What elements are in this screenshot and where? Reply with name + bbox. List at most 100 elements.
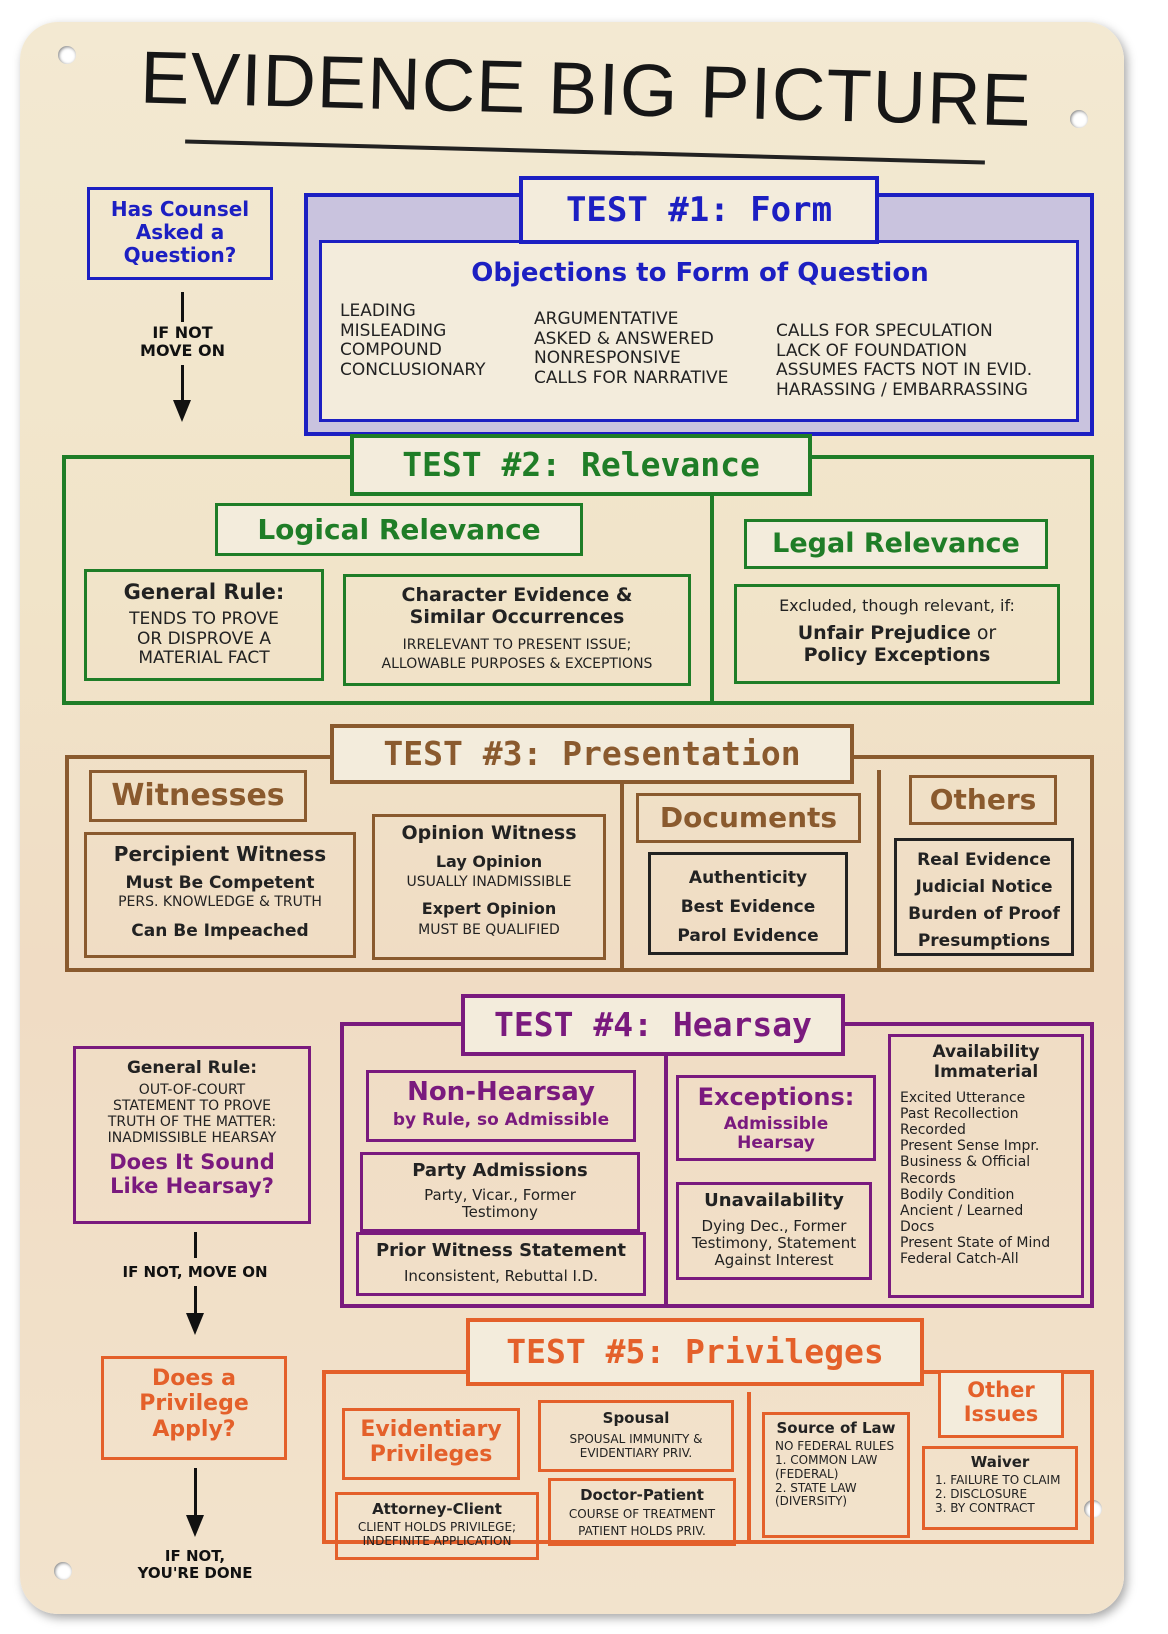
form-objections-col1: LEADING MISLEADING COMPOUND CONCLUSIONAR… xyxy=(340,301,530,380)
test3-divider xyxy=(877,770,881,970)
evid-line: Evidentiary xyxy=(360,1417,502,1442)
party-admissions-box: Party Admissions Party, Vicar., Former T… xyxy=(360,1152,640,1232)
spousal-head: Spousal xyxy=(602,1409,670,1427)
hearsay-rule-line: STATEMENT TO PROVE xyxy=(112,1097,272,1114)
waiver-item: 1. FAILURE TO CLAIM xyxy=(935,1473,1061,1488)
party-line: Testimony xyxy=(462,1202,538,1221)
q1-line: Asked a xyxy=(135,220,225,244)
competent-text: Must Be Competent xyxy=(125,873,315,893)
objection: ASKED & ANSWERED xyxy=(534,328,714,349)
admissible-line: Hearsay xyxy=(737,1133,815,1154)
exceptions-head: Exceptions: xyxy=(697,1083,855,1111)
evidentiary-privileges-box: Evidentiary Privileges xyxy=(342,1408,520,1480)
test1-inner xyxy=(319,240,1079,422)
hearsay-question: Does It Sound xyxy=(109,1149,275,1174)
party-line: Party, Vicar., Former xyxy=(424,1185,576,1204)
test4-divider xyxy=(664,1046,668,1306)
hearsay-rule-line: TRUTH OF THE MATTER: xyxy=(107,1113,277,1130)
doctor-head: Doctor-Patient xyxy=(580,1486,704,1504)
hearsay-rule-line: OUT-OF-COURT xyxy=(138,1081,246,1098)
prior-line: Inconsistent, Rebuttal I.D. xyxy=(403,1266,599,1285)
mount-hole xyxy=(58,46,76,64)
character-line: IRRELEVANT TO PRESENT ISSUE; xyxy=(402,636,632,653)
q1-line: Has Counsel xyxy=(110,197,250,221)
character-head: Similar Occurrences xyxy=(409,605,625,628)
arrow-head xyxy=(186,1515,204,1537)
objection: NONRESPONSIVE xyxy=(534,348,681,369)
party-head: Party Admissions xyxy=(412,1160,588,1181)
flow-arrow xyxy=(181,292,184,322)
attorney-line: INDEFINITE APPLICATION xyxy=(362,1534,512,1549)
or-word: or xyxy=(976,622,997,645)
avail-item: Business & Official xyxy=(900,1154,1031,1171)
move-line: MOVE ON xyxy=(140,341,225,361)
hearsay-rule-line: INADMISSIBLE HEARSAY xyxy=(107,1129,277,1146)
objection: COMPOUND xyxy=(340,340,442,361)
by-rule-text: by Rule, so Admissible xyxy=(392,1109,610,1130)
documents-box: Authenticity Best Evidence Parol Evidenc… xyxy=(648,852,848,955)
admissible-line: Admissible xyxy=(723,1113,829,1134)
hearsay-rule-box: General Rule: OUT-OF-COURT STATEMENT TO … xyxy=(73,1046,311,1224)
avail-item: Past Recollection xyxy=(900,1106,1019,1123)
objection: MISLEADING xyxy=(340,320,447,341)
character-line: ALLOWABLE PURPOSES & EXCEPTIONS xyxy=(381,655,653,672)
source-item: NO FEDERAL RULES xyxy=(775,1439,895,1454)
document-item: Best Evidence xyxy=(680,897,816,917)
attorney-line: CLIENT HOLDS PRIVILEGE; xyxy=(357,1520,517,1535)
other-issues-line: Issues xyxy=(963,1402,1039,1427)
general-rule-line: TENDS TO PROVE xyxy=(129,609,279,630)
waiver-box: Waiver 1. FAILURE TO CLAIM 2. DISCLOSURE… xyxy=(922,1446,1078,1530)
doctor-line: COURSE OF TREATMENT xyxy=(568,1507,716,1522)
move-on-label: IF NOT, MOVE ON xyxy=(122,1263,268,1281)
unavailability-box: Unavailability Dying Dec., Former Testim… xyxy=(676,1182,872,1280)
objection: HARASSING / EMBARRASSING xyxy=(776,379,1028,400)
avail-item: Records xyxy=(900,1170,956,1187)
opinion-witness-box: Opinion Witness Lay Opinion USUALLY INAD… xyxy=(372,814,606,960)
general-rule-box: General Rule: TENDS TO PROVE OR DISPROVE… xyxy=(84,569,324,681)
arrow-head xyxy=(173,400,191,422)
qualified-text: MUST BE QUALIFIED xyxy=(418,921,560,938)
form-objections-col2: ARGUMENTATIVE ASKED & ANSWERED NONRESPON… xyxy=(534,309,774,388)
avail-item: Federal Catch-All xyxy=(900,1251,1019,1268)
general-rule-line: OR DISPROVE A xyxy=(136,628,272,649)
unavail-line: Testimony, Statement xyxy=(691,1233,857,1252)
other-issues-line: Other xyxy=(967,1378,1035,1402)
test3-label: TEST #3: Presentation xyxy=(330,724,854,784)
exceptions-box: Exceptions: Admissible Hearsay xyxy=(676,1075,876,1161)
avail-item: Ancient / Learned xyxy=(900,1202,1024,1219)
unavail-line: Dying Dec., Former xyxy=(701,1216,847,1235)
source-item: 2. STATE LAW xyxy=(775,1480,857,1495)
avail-head: Availability xyxy=(932,1042,1040,1062)
prior-head: Prior Witness Statement xyxy=(375,1240,626,1261)
objection: ASSUMES FACTS NOT IN EVID. xyxy=(776,360,1033,381)
priv-q-line: Does a xyxy=(152,1366,236,1391)
avail-item: Docs xyxy=(900,1218,935,1235)
legal-relevance-box: Excluded, though relevant, if: Unfair Pr… xyxy=(734,584,1060,684)
expert-opinion: Expert Opinion xyxy=(421,899,557,919)
source-of-law-box: Source of Law NO FEDERAL RULES 1. COMMON… xyxy=(762,1412,910,1538)
non-hearsay-head: Non-Hearsay xyxy=(407,1077,595,1107)
avail-item: Recorded xyxy=(900,1122,966,1139)
other-issues-box: Other Issues xyxy=(938,1370,1064,1438)
objection: LEADING xyxy=(340,301,416,321)
unfair-prejudice: Unfair Prejudice xyxy=(797,622,971,645)
witnesses-label: Witnesses xyxy=(89,770,307,822)
documents-label: Documents xyxy=(636,793,861,843)
objection: LACK OF FOUNDATION xyxy=(776,340,968,361)
character-head: Character Evidence & xyxy=(401,584,633,606)
doctor-patient-box: Doctor-Patient COURSE OF TREATMENT PATIE… xyxy=(548,1478,736,1546)
attorney-client-box: Attorney-Client CLIENT HOLDS PRIVILEGE; … xyxy=(335,1492,539,1560)
avail-head: Immaterial xyxy=(933,1061,1039,1082)
objection: CONCLUSIONARY xyxy=(340,359,486,380)
unavail-line: Against Interest xyxy=(714,1251,834,1270)
hearsay-question: Like Hearsay? xyxy=(110,1174,274,1199)
source-item: (FEDERAL) xyxy=(775,1466,839,1481)
flow-arrow xyxy=(194,1286,197,1316)
mount-hole xyxy=(54,1562,72,1580)
usually-text: USUALLY INADMISSIBLE xyxy=(406,874,572,891)
other-item: Judicial Notice xyxy=(915,877,1053,897)
waiver-item: 3. BY CONTRACT xyxy=(935,1500,1035,1515)
avail-item: Present State of Mind xyxy=(900,1234,1051,1251)
objection: ARGUMENTATIVE xyxy=(534,309,679,329)
prior-statement-box: Prior Witness Statement Inconsistent, Re… xyxy=(356,1232,646,1296)
